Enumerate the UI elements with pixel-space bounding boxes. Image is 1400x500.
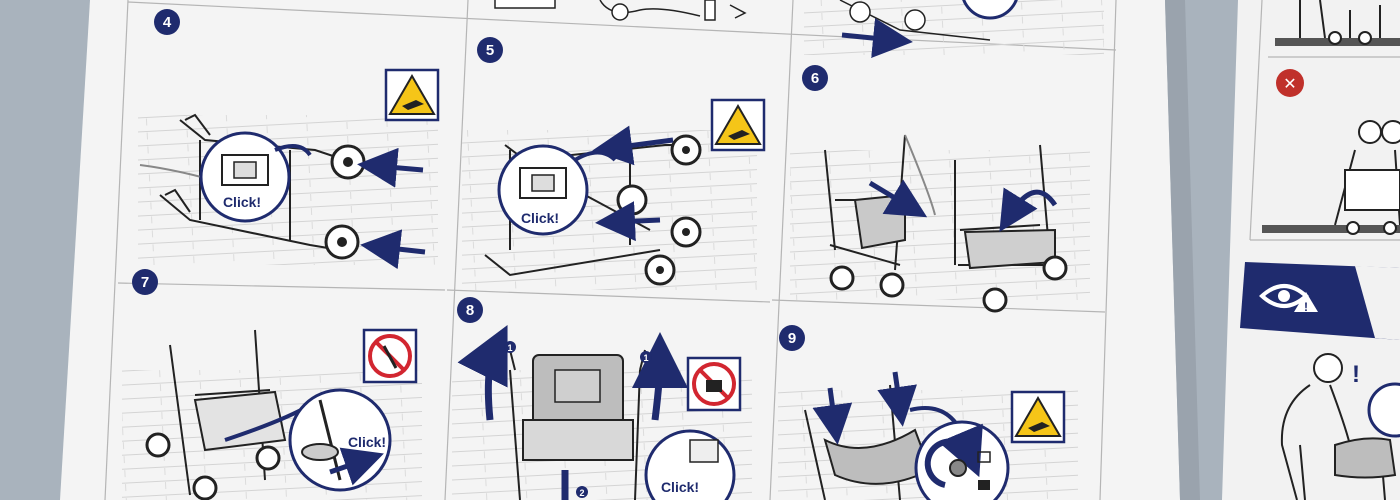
pinch-warning-icon <box>710 98 766 152</box>
pinch-warning-icon <box>1010 390 1066 444</box>
step-5-number: 5 <box>486 42 494 59</box>
step-8-badge <box>457 297 483 323</box>
no-tool-icon <box>362 328 418 384</box>
step-8-click-label: Click! <box>661 479 699 495</box>
pinch-warning-icon <box>384 68 440 122</box>
step-9-badge <box>779 325 805 351</box>
step-7-badge <box>132 269 158 295</box>
step-8-marker-right: 1 <box>643 353 648 363</box>
step-9-number: 9 <box>788 330 796 347</box>
step-6-panel: 6 <box>802 65 1068 313</box>
step-9-panel: 9 <box>779 325 1066 500</box>
wrong-icon <box>1276 69 1304 97</box>
step-4-badge <box>154 9 180 35</box>
step-4-number: 4 <box>163 14 172 31</box>
step-5-panel: 5 Click! <box>477 37 766 286</box>
step-6-number: 6 <box>811 70 819 87</box>
warning-mark: ! <box>1304 300 1308 314</box>
step-8-panel: 8 1 1 2 Click! <box>457 297 742 500</box>
step-5-click-label: Click! <box>521 210 559 226</box>
step-7-click-label: Click! <box>348 434 386 450</box>
step-4-panel: 4 Click! <box>139 9 440 270</box>
wrong-mark: ✕ <box>1283 74 1296 93</box>
step-8-marker-left: 1 <box>507 343 512 353</box>
step-4-click-label: Click! <box>223 194 261 210</box>
no-weight-icon <box>686 356 742 412</box>
step-6-badge <box>802 65 828 91</box>
right-page <box>1222 0 1400 500</box>
step-5-badge <box>477 37 503 63</box>
step-8-marker-bottom: 2 <box>579 488 584 498</box>
eye-warning-icon: ! <box>1259 284 1318 314</box>
right-page-content: ✕ ! ! <box>1240 0 1400 500</box>
step-7-panel: 7 Click! <box>132 269 418 500</box>
step-7-number: 7 <box>141 274 149 291</box>
person-exclaim: ! <box>1352 361 1360 388</box>
step-8-number: 8 <box>466 302 474 319</box>
